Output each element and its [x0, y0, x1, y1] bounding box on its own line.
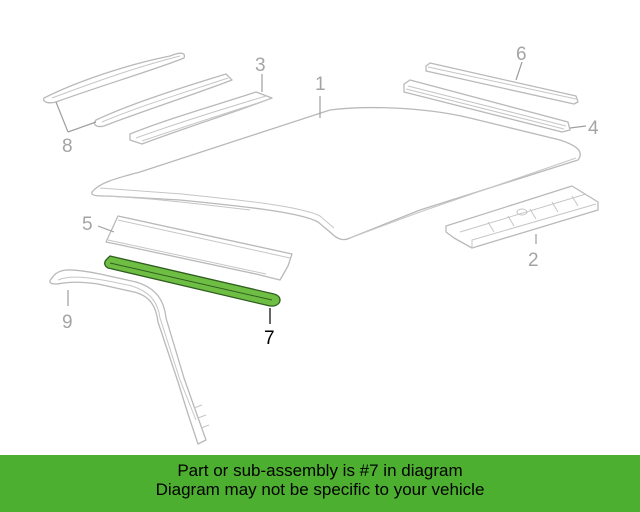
banner-line-2: Diagram may not be specific to your vehi… — [155, 480, 485, 499]
info-banner: Part or sub-assembly is #7 in diagram Di… — [0, 455, 640, 512]
part-4-molding — [403, 79, 571, 133]
part-9-seal — [49, 269, 210, 445]
callouts: 1 2 3 4 5 6 7 8 9 — [62, 44, 599, 349]
banner-line-1: Part or sub-assembly is #7 in diagram — [177, 461, 463, 480]
parts-diagram: 1 2 3 4 5 6 7 8 9 — [42, 44, 599, 445]
callout-6: 6 — [516, 44, 527, 65]
part-6-molding — [425, 62, 579, 105]
callout-1: 1 — [315, 74, 326, 95]
leader-6 — [515, 61, 523, 81]
callout-8: 8 — [62, 136, 73, 157]
leader-lines — [55, 61, 587, 324]
part-3-roof-rail — [129, 91, 273, 145]
part-7-strip-groove — [109, 262, 273, 301]
callout-2: 2 — [528, 250, 539, 271]
callout-3: 3 — [255, 55, 266, 76]
part-8-moldings — [42, 52, 233, 128]
callout-7: 7 — [264, 328, 275, 349]
part-1-roof-panel — [91, 106, 581, 241]
part-7-strip[interactable] — [104, 255, 281, 307]
leader-4 — [569, 125, 587, 129]
part-2-roof-bow — [445, 185, 599, 249]
callout-4: 4 — [588, 118, 599, 139]
part-7-highlighted[interactable] — [104, 255, 281, 307]
callout-9: 9 — [62, 312, 73, 333]
part-5-retainer — [105, 215, 293, 281]
leader-8 — [55, 101, 97, 133]
leader-5 — [97, 225, 115, 233]
callout-5: 5 — [82, 214, 93, 235]
